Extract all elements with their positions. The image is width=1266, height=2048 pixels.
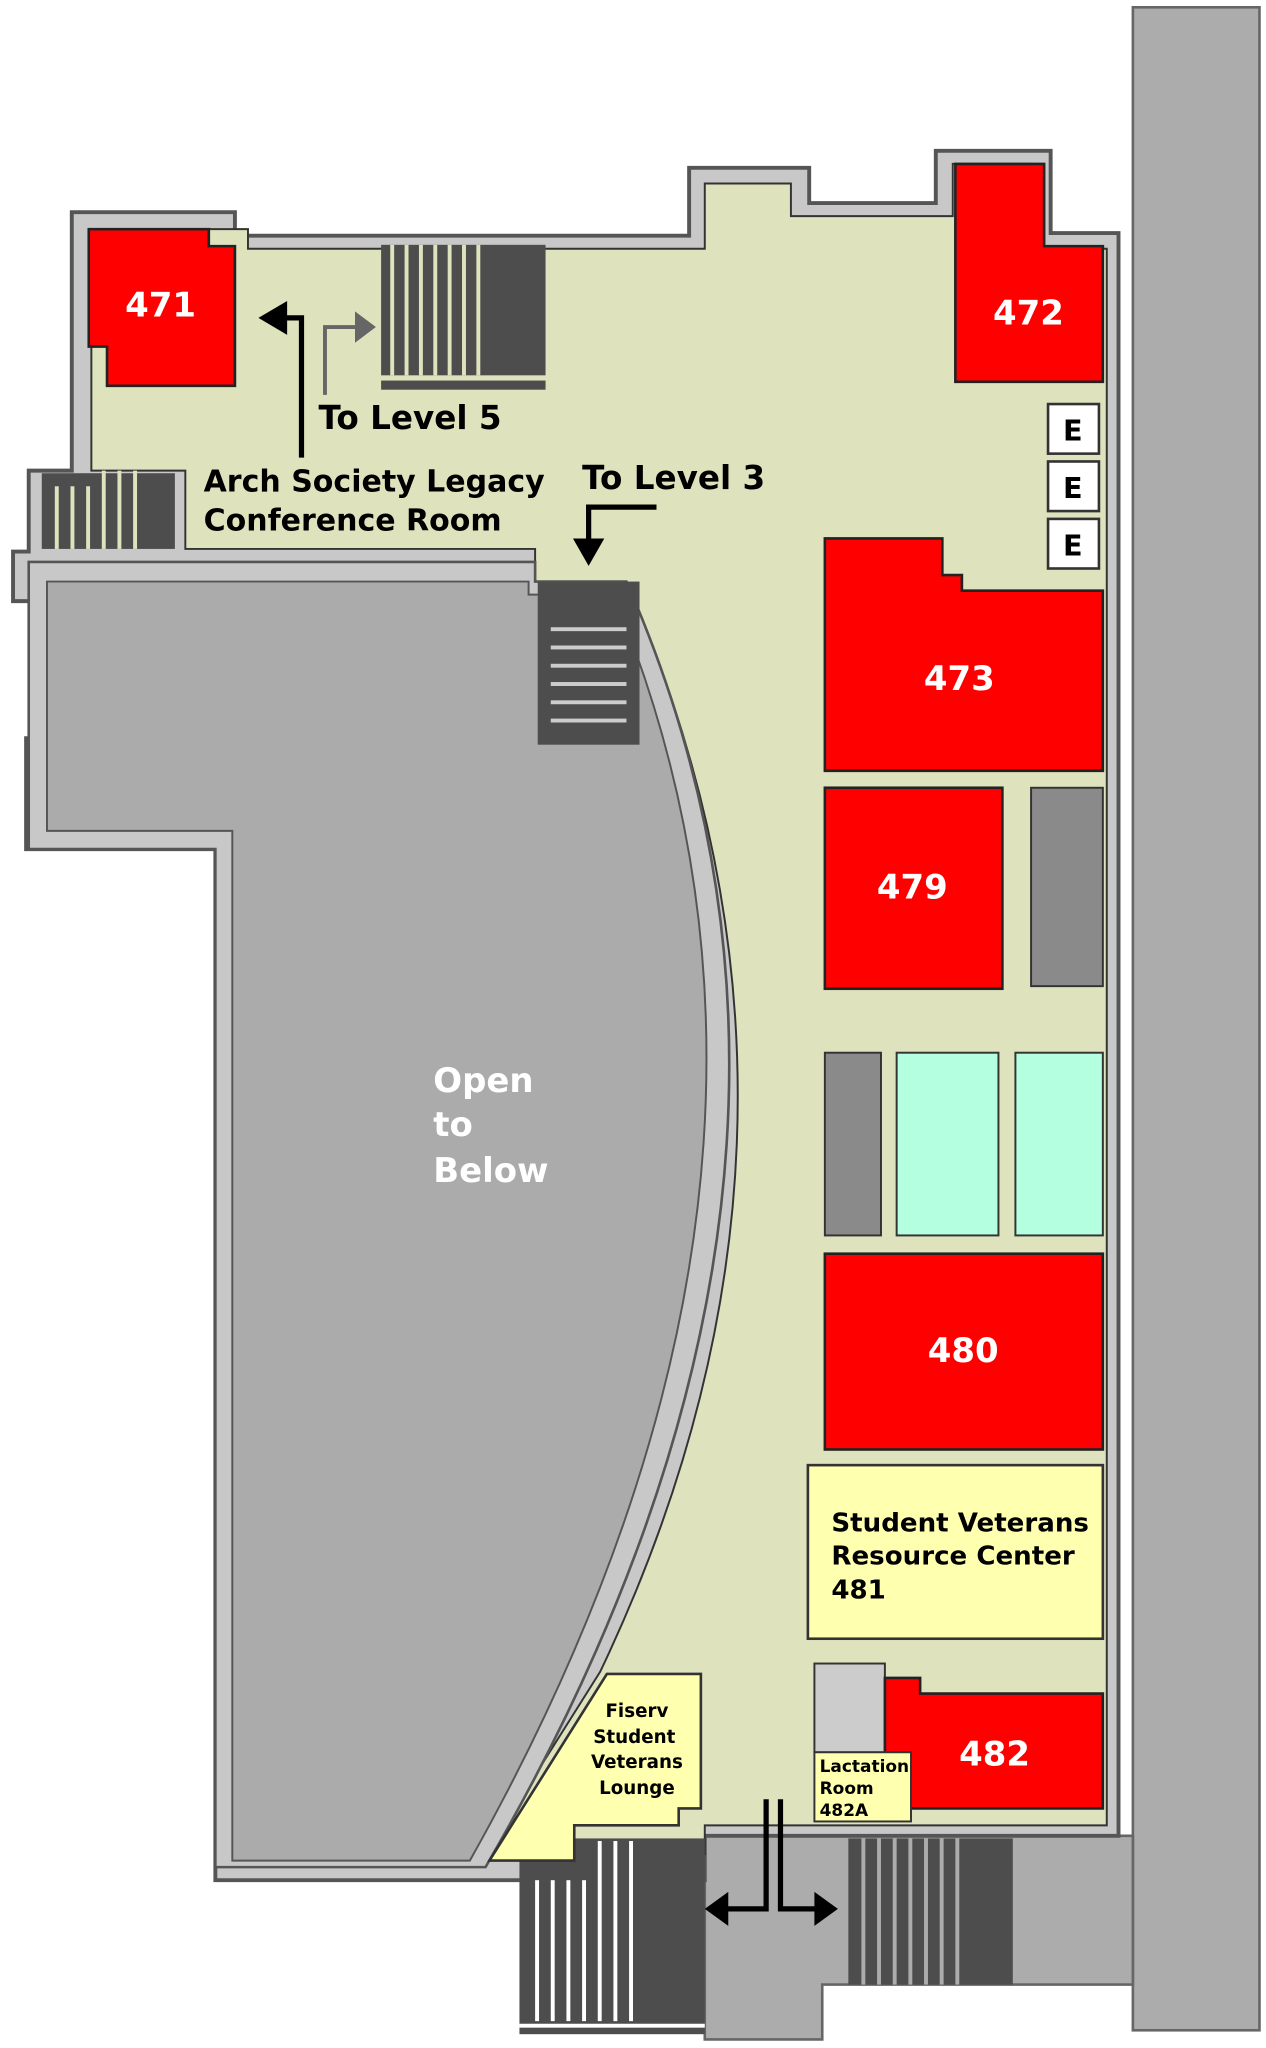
- lounge-label-1: Fiserv: [605, 1701, 668, 1722]
- room-480[interactable]: 480: [823, 1252, 1105, 1451]
- elevator[interactable]: E: [1046, 402, 1101, 455]
- svrc-label-2: Resource Center: [831, 1541, 1075, 1571]
- open-to-below-label-3: Below: [433, 1152, 548, 1191]
- open-to-below-label-1: Open: [433, 1062, 533, 1101]
- student-veterans-resource-center[interactable]: Student Veterans Resource Center 481: [806, 1463, 1105, 1641]
- to-level-3-label: To Level 3: [582, 459, 765, 497]
- elevator-label: E: [1063, 414, 1083, 448]
- room-471[interactable]: 471: [87, 227, 237, 388]
- service-room: [823, 1051, 882, 1237]
- restroom[interactable]: [895, 1051, 1000, 1237]
- lounge-label-4: Lounge: [599, 1778, 675, 1799]
- elevator-label: E: [1063, 471, 1083, 505]
- room-482[interactable]: 482: [883, 1676, 1105, 1810]
- service-room: [1030, 786, 1104, 988]
- arrow-right-icon: [323, 311, 376, 395]
- lactation-label-3: 482A: [820, 1800, 869, 1820]
- room-473[interactable]: 473: [823, 537, 1105, 773]
- room-473-label: 473: [924, 660, 995, 699]
- lounge-label-3: Veterans: [591, 1752, 683, 1773]
- elevator[interactable]: E: [1046, 517, 1101, 570]
- stairs-bottom-right: [848, 1838, 1013, 1985]
- adjacent-building: [1131, 5, 1261, 2032]
- lounge-label-2: Student: [593, 1727, 675, 1748]
- lactation-label-2: Room: [820, 1778, 874, 1798]
- svrc-label-1: Student Veterans: [831, 1509, 1089, 1539]
- to-level-5-label: To Level 5: [318, 399, 501, 437]
- open-to-below-label-2: to: [433, 1106, 473, 1145]
- room-479-label: 479: [877, 869, 948, 908]
- arrow-split-icon: [704, 1799, 838, 1926]
- lactation-room-482a[interactable]: Lactation Room 482A: [813, 1751, 912, 1823]
- stairs-left: [41, 470, 175, 549]
- room-482-anteroom: [813, 1662, 886, 1754]
- room-479[interactable]: 479: [823, 786, 1004, 991]
- svrc-label-3: 481: [831, 1575, 885, 1605]
- open-to-below-floor: [46, 580, 708, 1862]
- arch-society-label-2: Conference Room: [204, 504, 502, 539]
- lactation-label-1: Lactation: [820, 1756, 909, 1776]
- elevator[interactable]: E: [1046, 460, 1101, 513]
- stairs-center: [537, 581, 640, 745]
- arrow-left-icon: [258, 300, 305, 458]
- room-480-label: 480: [928, 1332, 999, 1371]
- stairs-top: [381, 244, 546, 390]
- arch-society-label-1: Arch Society Legacy: [204, 464, 546, 499]
- room-472[interactable]: 472: [954, 162, 1105, 384]
- room-472-label: 472: [993, 294, 1064, 333]
- elevator-label: E: [1063, 528, 1083, 562]
- fiserv-student-veterans-lounge[interactable]: Fiserv Student Veterans Lounge: [487, 1672, 703, 1862]
- stairs-bottom-left: [519, 1838, 705, 2035]
- room-471-label: 471: [125, 287, 196, 326]
- arrow-down-icon: [572, 504, 657, 566]
- room-482-label: 482: [959, 1735, 1030, 1774]
- restroom[interactable]: [1014, 1051, 1104, 1237]
